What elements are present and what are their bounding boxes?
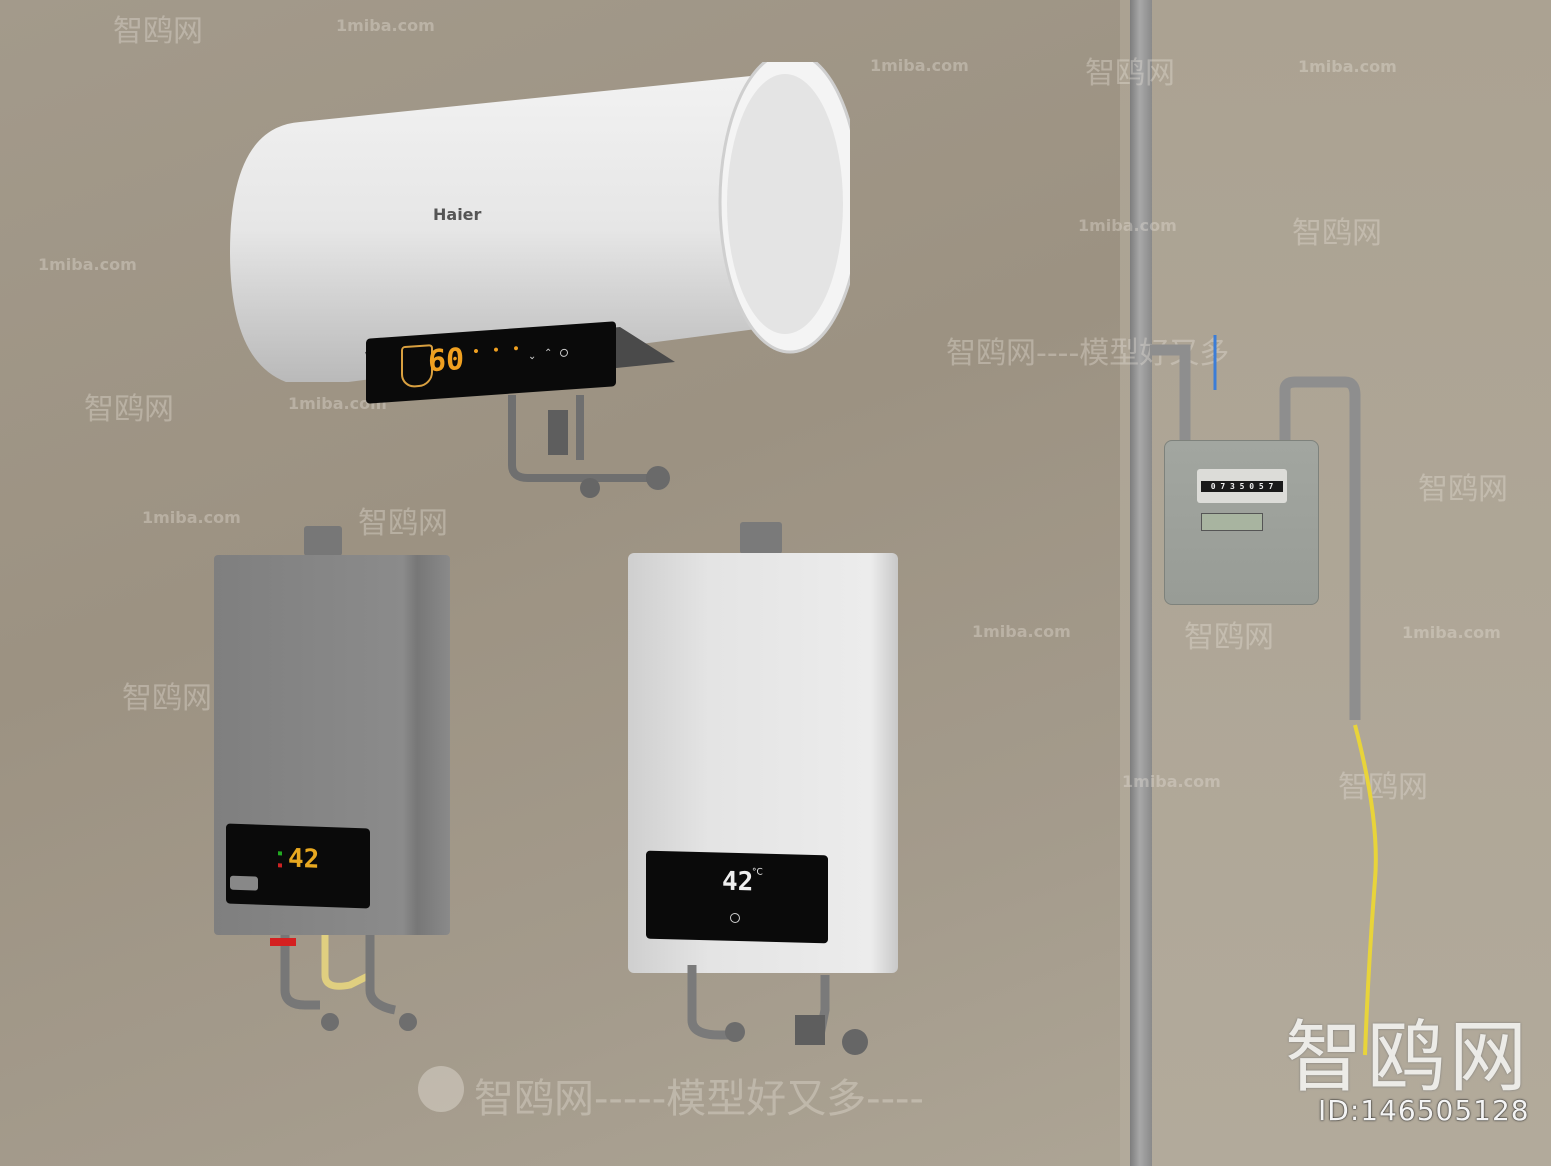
meter-lcd xyxy=(1201,513,1263,531)
gas-meter: 0 7 3 5 0 5 7 xyxy=(1164,440,1319,605)
temperature-display: 60 xyxy=(428,341,465,380)
gas-meter-pipes xyxy=(1150,335,1378,1056)
watermark: 1miba.com xyxy=(336,16,435,35)
down-arrow-icon[interactable]: ⌄ xyxy=(528,350,537,363)
watermark: 智鸥网 xyxy=(84,392,174,427)
watermark: 1miba.com xyxy=(142,508,241,527)
yellow-gas-hose xyxy=(1353,724,1378,1056)
electric-water-heater xyxy=(230,62,850,382)
temperature-unit: °C xyxy=(752,867,763,878)
white-heater-pipes xyxy=(687,965,868,1055)
brand-logo: Haier xyxy=(433,205,482,224)
watermark: 1miba.com xyxy=(870,56,969,75)
grey-heater-pipes xyxy=(270,935,417,1031)
indicator-led xyxy=(514,346,518,351)
meter-face: 0 7 3 5 0 5 7 xyxy=(1197,469,1287,503)
watermark: 1miba.com xyxy=(38,255,137,274)
watermark: 1miba.com xyxy=(1078,216,1177,235)
model-id: ID:146505128 xyxy=(1318,1094,1530,1127)
up-arrow-icon[interactable]: ⌃ xyxy=(544,347,553,360)
watermark-slogan: 智鸥网-----模型好又多---- xyxy=(474,1076,924,1122)
temperature-display: 42 xyxy=(288,843,320,875)
white-heater-display: 42 °C xyxy=(646,850,828,944)
watermark: 智鸥网 xyxy=(113,14,203,49)
watermark: 1miba.com xyxy=(1402,623,1501,642)
watermark: 1miba.com xyxy=(972,622,1071,641)
watermark: 智鸥网 xyxy=(1292,216,1382,251)
watermark: 1miba.com xyxy=(288,394,387,413)
watermark: 智鸥网 xyxy=(122,681,212,716)
watermark: 智鸥网 xyxy=(1418,472,1508,507)
watermark: 智鸥网 xyxy=(358,506,448,541)
indicator-led xyxy=(278,863,282,868)
site-logo: 智鸥网 xyxy=(1285,1013,1532,1103)
temperature-display: 42 xyxy=(722,866,754,898)
watermark: 智鸥网 xyxy=(1338,770,1428,805)
watermark: 1miba.com xyxy=(1298,57,1397,76)
indicator-led xyxy=(494,347,498,352)
indicator-led xyxy=(278,851,282,856)
control-buttons[interactable] xyxy=(230,875,258,891)
power-icon[interactable] xyxy=(730,912,740,924)
watermark: 智鸥网 xyxy=(1184,620,1274,655)
indicator-led xyxy=(474,348,478,354)
flue-pipe xyxy=(304,526,342,556)
tank-pipes xyxy=(508,395,670,498)
power-icon[interactable] xyxy=(560,348,568,358)
red-valve xyxy=(270,938,296,946)
grey-heater-display: 42 xyxy=(226,823,370,909)
bird-logo-icon xyxy=(418,1066,464,1112)
meter-counter: 0 7 3 5 0 5 7 xyxy=(1201,481,1283,492)
gas-riser-pipe xyxy=(1130,0,1152,1166)
watermark: 1miba.com xyxy=(1122,772,1221,791)
watermark: 智鸥网 xyxy=(1085,56,1175,91)
flue-pipe xyxy=(740,522,782,554)
